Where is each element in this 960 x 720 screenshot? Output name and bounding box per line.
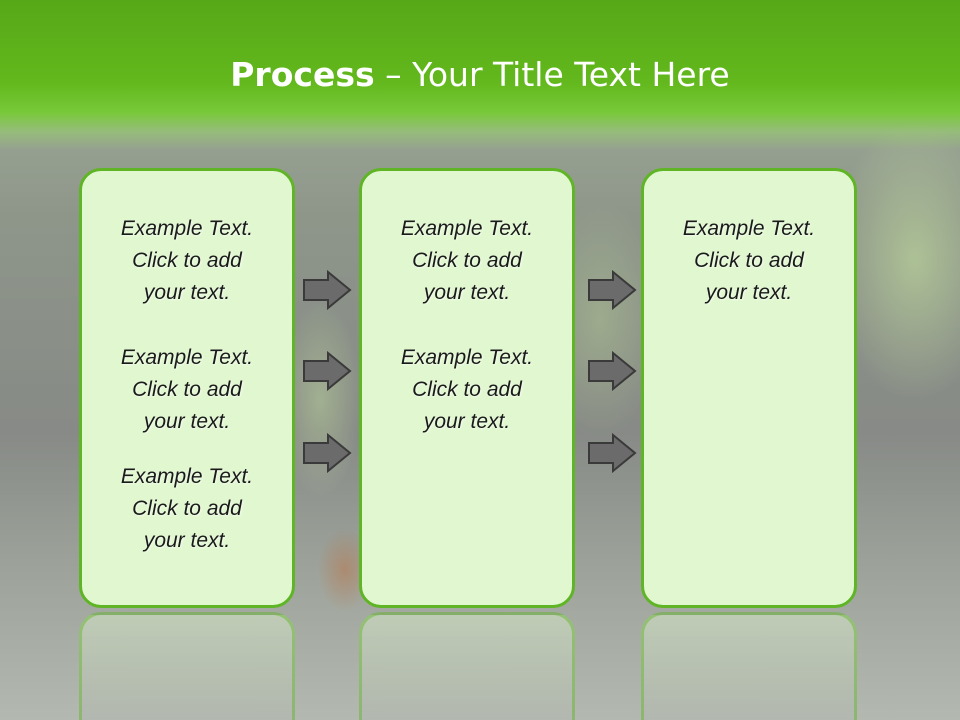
box-text[interactable]: Example Text. Click to add your text. <box>82 461 292 557</box>
arrow-right-icon <box>588 270 637 310</box>
box-text[interactable]: Example Text. Click to add your text. <box>362 213 572 309</box>
text-line: your text. <box>423 281 511 304</box>
title-bold: Process <box>230 55 375 94</box>
text-line: Example Text. <box>120 217 254 240</box>
text-line: Example Text. <box>682 217 816 240</box>
text-line: Example Text. <box>120 465 254 488</box>
box-reflection <box>359 612 575 720</box>
text-line: your text. <box>143 410 231 433</box>
arrow-right-icon <box>588 351 637 391</box>
box-reflection <box>641 612 857 720</box>
process-box-1[interactable]: Example Text. Click to add your text. Ex… <box>79 168 295 608</box>
text-line: Click to add <box>412 378 522 401</box>
box-text[interactable]: Example Text. Click to add your text. <box>362 342 572 438</box>
title-bar <box>0 0 960 150</box>
text-line: your text. <box>143 281 231 304</box>
arrow-right-icon <box>588 433 637 473</box>
text-line: your text. <box>423 410 511 433</box>
text-line: Click to add <box>132 249 242 272</box>
process-box-2[interactable]: Example Text. Click to add your text. Ex… <box>359 168 575 608</box>
text-line: Example Text. <box>400 346 534 369</box>
box-reflection <box>79 612 295 720</box>
text-line: your text. <box>705 281 793 304</box>
text-line: Example Text. <box>120 346 254 369</box>
arrow-right-icon <box>303 270 352 310</box>
arrow-right-icon <box>303 351 352 391</box>
arrow-right-icon <box>303 433 352 473</box>
slide-title[interactable]: Process – Your Title Text Here <box>0 50 960 100</box>
text-line: your text. <box>143 529 231 552</box>
box-text[interactable]: Example Text. Click to add your text. <box>644 213 854 309</box>
box-text[interactable]: Example Text. Click to add your text. <box>82 213 292 309</box>
text-line: Click to add <box>412 249 522 272</box>
text-line: Example Text. <box>400 217 534 240</box>
process-box-3[interactable]: Example Text. Click to add your text. <box>641 168 857 608</box>
text-line: Click to add <box>132 497 242 520</box>
box-text[interactable]: Example Text. Click to add your text. <box>82 342 292 438</box>
title-rest: – Your Title Text Here <box>374 55 730 94</box>
text-line: Click to add <box>132 378 242 401</box>
text-line: Click to add <box>694 249 804 272</box>
